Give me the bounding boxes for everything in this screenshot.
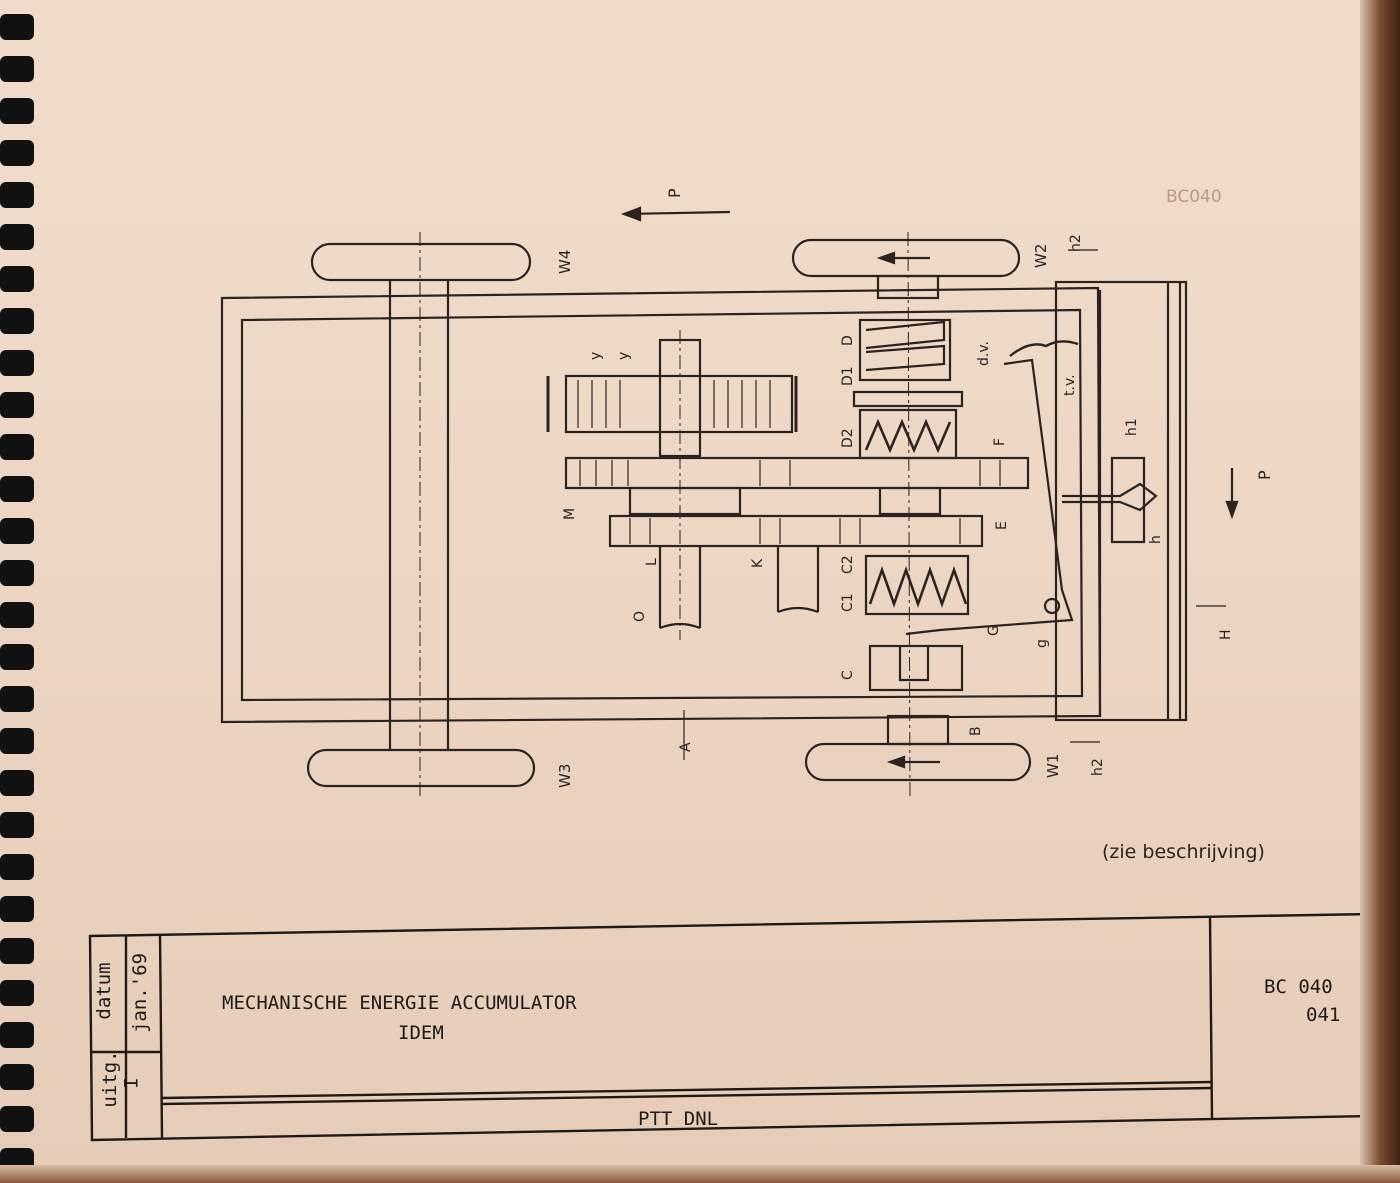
date-value: jan.'69 [129, 952, 151, 1034]
binding-ring [0, 1022, 34, 1048]
part-label-h-upper: H [1218, 629, 1234, 640]
part-label-tv: t.v. [1062, 374, 1078, 396]
binding-ring [0, 980, 34, 1006]
binding-ring [0, 938, 34, 964]
part-label-o: O [632, 611, 648, 622]
binding-ring [0, 644, 34, 670]
part-label-d: D [840, 335, 856, 346]
part-label-c: C [840, 670, 856, 680]
force-label-side: P [1255, 470, 1274, 480]
part-label-y1: y [588, 352, 604, 360]
description-note: (zie beschrijving) [1102, 841, 1265, 863]
part-label-y2: y [616, 352, 632, 360]
part-label-b: B [968, 726, 984, 736]
part-label-c2: C2 [840, 555, 856, 574]
binding-ring [0, 392, 34, 418]
force-label-top: P [665, 188, 684, 198]
binding-ring [0, 182, 34, 208]
binding-ring [0, 602, 34, 628]
document-code-secondary: 041 [1306, 1004, 1341, 1026]
part-label-h1: h1 [1124, 418, 1140, 436]
binding-ring [0, 1064, 34, 1090]
issuer-footer: PTT DNL [638, 1108, 719, 1130]
binding-ring [0, 140, 34, 166]
binding-ring [0, 98, 34, 124]
binding-ring [0, 518, 34, 544]
part-label-d2: D2 [840, 428, 856, 448]
binding-ring [0, 812, 34, 838]
document-code: BC 040 [1264, 976, 1333, 998]
page-bottom-edge [0, 1165, 1400, 1183]
drawing-code-stamp: BC040 [1166, 187, 1222, 207]
binding-ring [0, 770, 34, 796]
part-label-h-lower: h [1148, 535, 1164, 544]
part-label-c1: C1 [840, 593, 856, 612]
wheel-label-w3: W3 [556, 764, 574, 788]
wheel-label-w1: W1 [1044, 754, 1062, 778]
binding-ring [0, 224, 34, 250]
part-label-h2-bottom: h2 [1090, 758, 1106, 776]
binding-ring [0, 350, 34, 376]
part-label-k: K [750, 558, 766, 568]
part-label-g-upper: G [986, 625, 1002, 636]
binding-ring [0, 308, 34, 334]
part-label-h2-top: h2 [1068, 234, 1084, 252]
document-subtitle: IDEM [398, 1022, 444, 1044]
part-label-f: F [992, 438, 1008, 446]
part-label-e: E [994, 521, 1010, 530]
date-label: datum [93, 962, 115, 1020]
binding-ring [0, 728, 34, 754]
wheel-label-w2: W2 [1032, 244, 1050, 268]
part-label-l: L [644, 558, 660, 566]
binding-ring [0, 56, 34, 82]
binding-ring [0, 686, 34, 712]
binding-ring [0, 560, 34, 586]
binding-ring [0, 476, 34, 502]
binding-ring [0, 434, 34, 460]
part-label-d1: D1 [840, 366, 856, 386]
binding-ring [0, 266, 34, 292]
spiral-binding [0, 14, 34, 1174]
part-label-g-lower: g [1034, 639, 1050, 648]
edition-label: uitg. [99, 1050, 121, 1108]
edition-value: I [120, 1077, 143, 1089]
part-label-dv: d.v. [976, 341, 992, 366]
part-label-a: A [678, 742, 694, 752]
binding-ring [0, 896, 34, 922]
binding-ring [0, 14, 34, 40]
page-edge [1360, 0, 1400, 1183]
document-title: MECHANISCHE ENERGIE ACCUMULATOR [222, 992, 577, 1014]
part-label-m: M [562, 508, 578, 520]
binding-ring [0, 1106, 34, 1132]
binding-ring [0, 854, 34, 880]
wheel-label-w4: W4 [556, 250, 574, 274]
